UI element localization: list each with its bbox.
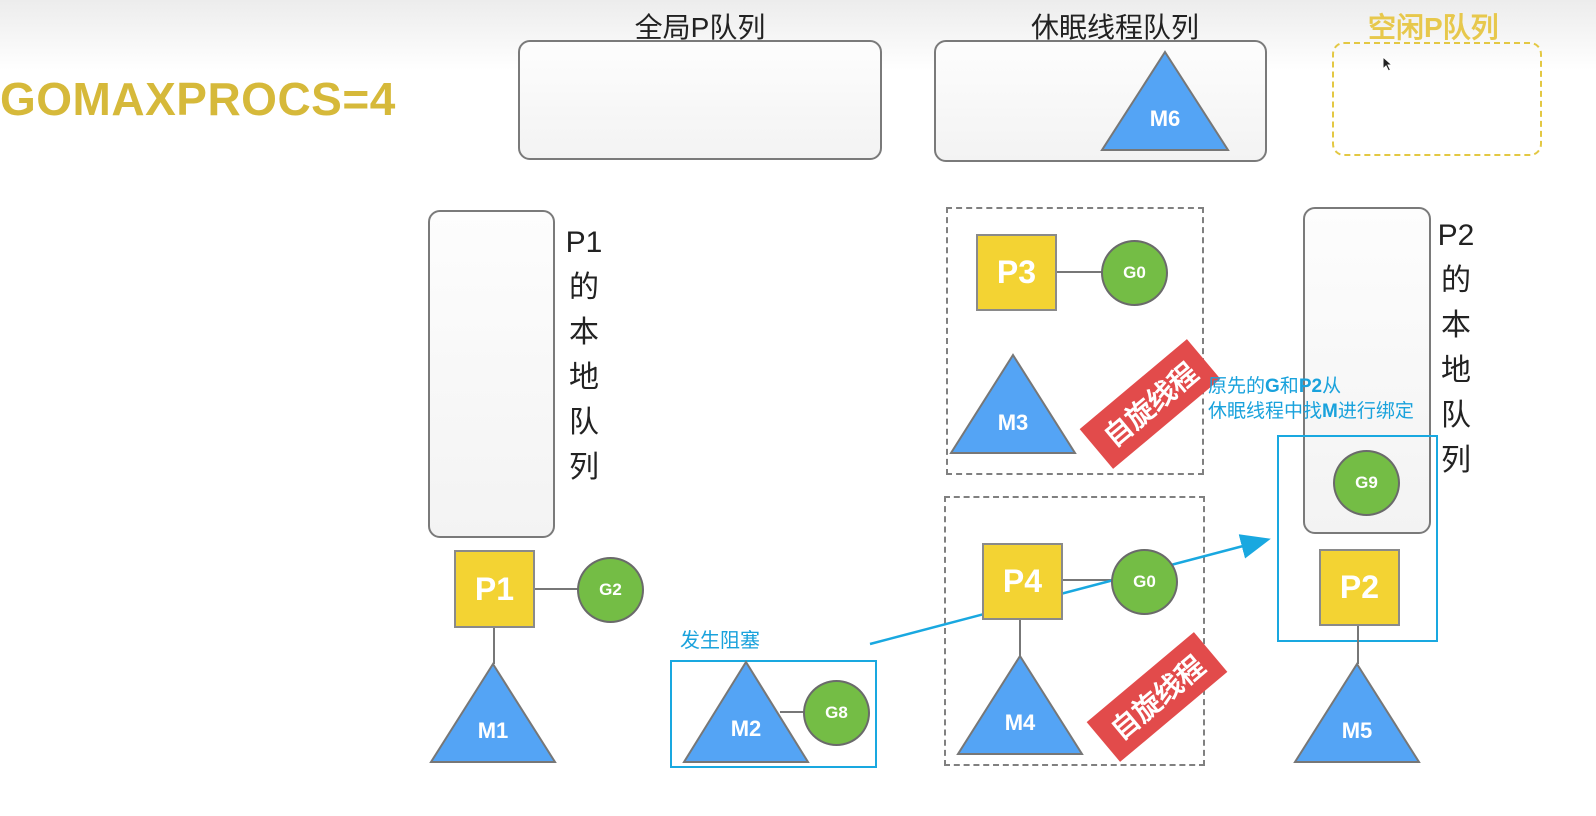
global-queue-box	[518, 40, 882, 160]
global-queue-label: 全局P队列	[634, 12, 766, 43]
m6-triangle	[1100, 50, 1230, 151]
m4-triangle	[956, 654, 1084, 755]
g9-goroutine: G9	[1333, 450, 1400, 516]
blocked-label: 发生阻塞	[680, 630, 760, 652]
m3-triangle	[949, 353, 1077, 454]
m2-label: M2	[730, 716, 762, 741]
rebind-annotation-line2: 休眠线程中找M进行绑定	[1208, 401, 1414, 422]
p2-local-queue-label: P2 的 本 地 队 列	[1437, 219, 1475, 477]
m2-triangle	[682, 660, 810, 763]
p4-processor: P4	[982, 543, 1063, 620]
idle-queue-box	[1332, 42, 1542, 156]
m1-triangle	[429, 662, 557, 763]
p2-processor: P2	[1319, 549, 1400, 626]
g8-goroutine: G8	[803, 680, 870, 746]
cursor-icon	[1382, 55, 1394, 72]
g2-goroutine: G2	[577, 557, 644, 623]
g0-goroutine-p4: G0	[1111, 549, 1178, 615]
idle-queue-label: 空闲P队列	[1368, 12, 1499, 43]
rebind-arrow	[869, 534, 1271, 646]
p1-local-queue	[428, 210, 555, 538]
p1-processor: P1	[454, 550, 535, 628]
p3-processor: P3	[976, 234, 1057, 311]
g0-goroutine-p3: G0	[1101, 240, 1168, 306]
m3-label: M3	[997, 410, 1029, 435]
p1-local-queue-label: P1 的 本 地 队 列	[565, 226, 603, 484]
rebind-annotation: 原先的G和P2从 休眠线程中找M进行绑定	[1208, 374, 1414, 424]
m1-label: M1	[477, 718, 509, 743]
m6-label: M6	[1149, 106, 1181, 131]
m4-label: M4	[1004, 710, 1036, 735]
blocked-frame	[670, 660, 877, 768]
spin-group-2	[944, 496, 1205, 766]
gomaxprocs-title: GOMAXPROCS=4	[0, 73, 396, 125]
m5-label: M5	[1341, 718, 1373, 743]
sleep-queue-label: 休眠线程队列	[1030, 12, 1199, 43]
m5-triangle	[1293, 662, 1421, 763]
spin-group-1	[946, 207, 1204, 475]
rebind-annotation-line1: 原先的G和P2从	[1208, 376, 1342, 397]
